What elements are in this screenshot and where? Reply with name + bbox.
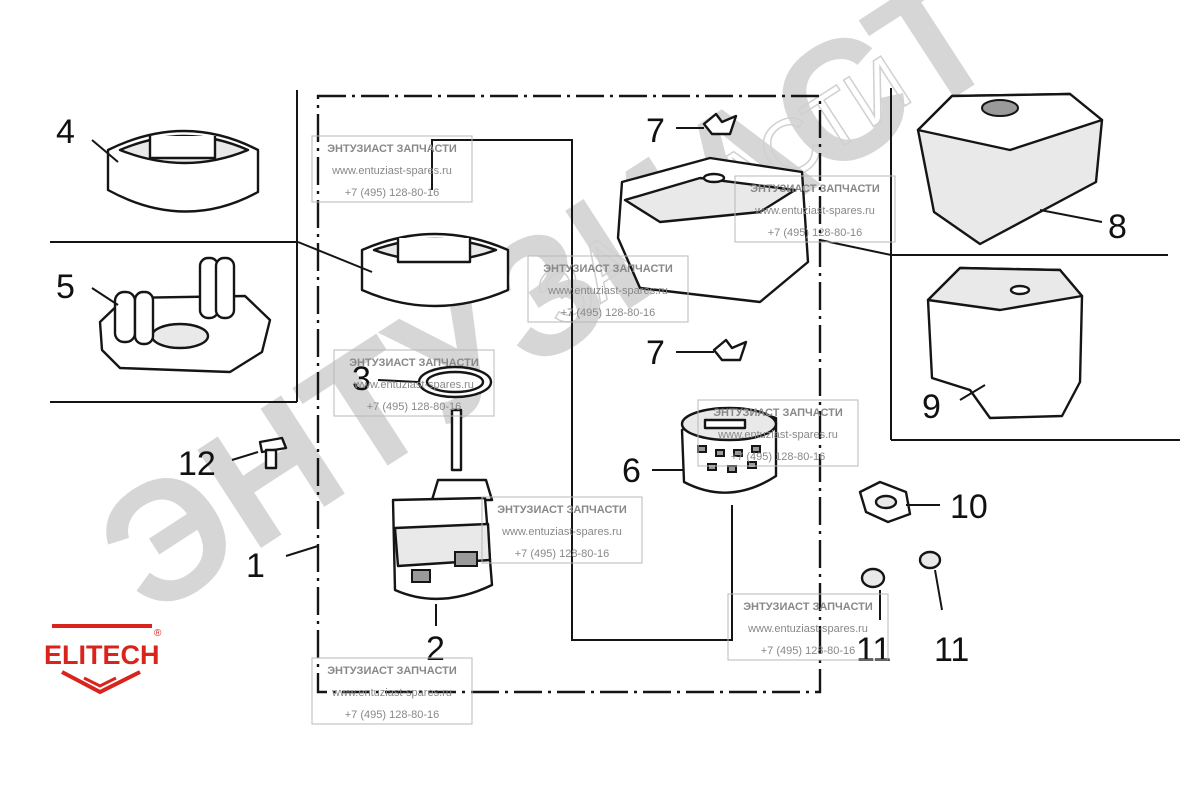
watermark-box-title: ЭНТУЗИАСТ ЗАПЧАСТИ [497,504,627,516]
watermark-box: ЭНТУЗИАСТ ЗАПЧАСТИ www.entuziast-spares.… [734,175,896,243]
watermark-box-url: www.entuziast-spares.ru [754,205,875,217]
callout-10: 10 [950,488,988,526]
watermark-box: ЭНТУЗИАСТ ЗАПЧАСТИ www.entuziast-spares.… [311,135,473,203]
elitech-logo: ELITECH ® [44,624,162,695]
callout-labels: 1 2 3 4 5 6 7 7 8 9 10 11 11 12 [56,112,1127,669]
watermark-box-url: www.entuziast-spares.ru [717,429,838,441]
watermark-box-title: ЭНТУЗИАСТ ЗАПЧАСТИ [543,263,673,275]
part-8-cover [819,92,1104,256]
watermark-box-phone: +7 (495) 128-80-16 [515,548,609,560]
callout-2: 2 [426,630,445,668]
part-3-gasket [377,365,493,399]
part-6-pleated-filter [652,406,778,494]
part-4-foam-ring [91,129,260,213]
part-12-bolt [231,436,288,470]
part-5-base-plate [91,256,272,374]
watermark-box: ЭНТУЗИАСТ ЗАПЧАСТИ www.entuziast-spares.… [697,399,859,467]
logo-registered-mark: ® [154,628,162,639]
watermark-box: ЭНТУЗИАСТ ЗАПЧАСТИ www.entuziast-spares.… [481,496,643,564]
assembly-frame [316,94,822,694]
watermark-box: ЭНТУЗИАСТ ЗАПЧАСТИ www.entuziast-spares.… [311,657,473,725]
watermark-box: ЭНТУЗИАСТ ЗАПЧАСТИ www.entuziast-spares.… [727,593,889,661]
part-11-nut-left [860,567,886,620]
filter-group-bracket [431,139,733,641]
watermark-box-title: ЭНТУЗИАСТ ЗАПЧАСТИ [327,665,457,677]
watermark-box-url: www.entuziast-spares.ru [353,379,474,391]
callout-5: 5 [56,268,75,306]
watermark-box-url: www.entuziast-spares.ru [547,285,668,297]
part-9-cover [926,266,1084,420]
callout-4: 4 [56,113,75,151]
watermark-box-phone: +7 (495) 128-80-16 [561,307,655,319]
part-2-housing [391,408,494,626]
watermark-box-title: ЭНТУЗИАСТ ЗАПЧАСТИ [750,183,880,195]
watermark-box: ЭНТУЗИАСТ ЗАПЧАСТИ www.entuziast-spares.… [527,255,689,323]
watermark-box-title: ЭНТУЗИАСТ ЗАПЧАСТИ [327,143,457,155]
callout-11-left: 11 [856,631,891,669]
watermark-box-phone: +7 (495) 128-80-16 [345,187,439,199]
watermark-box-title: ЭНТУЗИАСТ ЗАПЧАСТИ [349,357,479,369]
watermark-box-title: ЭНТУЗИАСТ ЗАПЧАСТИ [713,407,843,419]
watermark-box-url: www.entuziast-spares.ru [747,623,868,635]
callout-7-mid: 7 [646,334,665,372]
group-separators [50,88,1180,441]
watermark-box-phone: +7 (495) 128-80-16 [761,645,855,657]
leader-1 [285,545,319,557]
watermark-box-phone: +7 (495) 128-80-16 [367,401,461,413]
part-frame-foam-ring [297,232,510,308]
callout-11-right: 11 [934,631,969,669]
part-frame-cover [616,156,810,304]
callout-6: 6 [622,452,641,490]
callout-8: 8 [1108,208,1127,246]
callout-9: 9 [922,388,941,426]
watermark-box-url: www.entuziast-spares.ru [331,687,452,699]
watermark-box-phone: +7 (495) 128-80-16 [731,451,825,463]
callout-1: 1 [246,547,265,585]
part-7-wing-nut-mid [676,338,748,362]
watermark-box-url: www.entuziast-spares.ru [331,165,452,177]
part-10-gasket [858,480,940,524]
callout-12: 12 [178,445,216,483]
watermark-box-url: www.entuziast-spares.ru [501,526,622,538]
part-11-nut-right [918,550,943,611]
watermark-box-phone: +7 (495) 128-80-16 [768,227,862,239]
watermark-box-phone: +7 (495) 128-80-16 [345,709,439,721]
watermark-box: ЭНТУЗИАСТ ЗАПЧАСТИ www.entuziast-spares.… [333,349,495,417]
part-7-wing-nut-top [676,112,738,136]
callout-7-top: 7 [646,112,665,150]
logo-brand-text: ELITECH [44,640,160,670]
watermark-box-title: ЭНТУЗИАСТ ЗАПЧАСТИ [743,601,873,613]
callout-3: 3 [352,360,371,398]
